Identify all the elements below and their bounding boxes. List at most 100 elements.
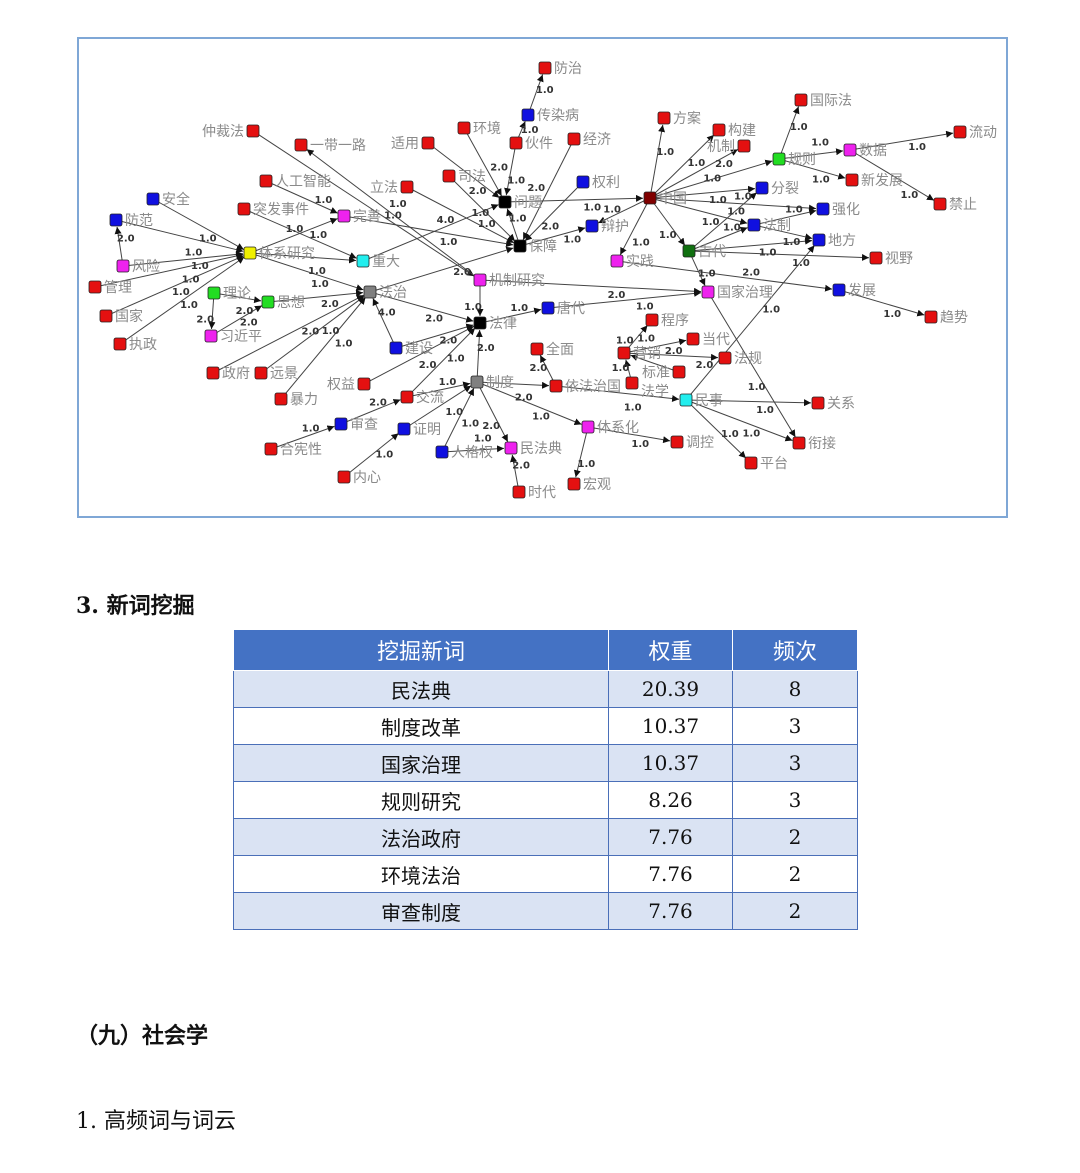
node-label: 人格权: [451, 445, 493, 461]
network-edge: [573, 426, 589, 478]
network-node: [207, 286, 221, 300]
edge-weight-label: 2.0: [490, 163, 508, 174]
edge-weight-label: 1.0: [792, 258, 810, 269]
edge-weight-label: 1.0: [723, 222, 741, 233]
network-edge: [252, 130, 475, 277]
table-header-row: 挖掘新词 权重 频次: [233, 629, 858, 671]
network-edge: [105, 255, 244, 317]
network-node: [473, 273, 487, 287]
section-heading-new-word-mining: 3. 新词挖掘: [76, 593, 195, 619]
node-label: 法规: [734, 351, 762, 367]
network-edge: [343, 432, 399, 478]
node-label: 实践: [626, 254, 654, 270]
network-node: [470, 375, 484, 389]
cell-weight: 10.37: [608, 744, 733, 782]
edge-weight-label: 1.0: [191, 261, 209, 272]
network-node: [109, 213, 123, 227]
edge-weight-label: 1.0: [509, 213, 527, 224]
network-edge: [753, 224, 813, 241]
network-edge: [152, 198, 245, 251]
edge-weight-label: 2.0: [419, 360, 437, 371]
node-label: 辩护: [601, 219, 629, 235]
node-label: 国家治理: [717, 284, 773, 301]
network-edge: [441, 445, 505, 453]
cell-word: 规则研究: [233, 781, 609, 819]
node-label: 法律: [489, 316, 517, 332]
node-label: 视野: [885, 251, 913, 267]
network-node: [843, 143, 857, 157]
node-label: 理论: [223, 286, 251, 302]
network-node: [259, 174, 273, 188]
edge-weight-label: 1.0: [759, 247, 777, 258]
network-edge: [479, 279, 702, 295]
network-node: [772, 152, 786, 166]
network-edge: [778, 106, 800, 160]
node-label: 人工智能: [275, 174, 331, 190]
edge-weight-label: 1.0: [748, 382, 766, 393]
network-node: [953, 125, 967, 139]
network-node: [812, 233, 826, 247]
network-edge: [362, 204, 499, 262]
edge-weight-label: 1.0: [199, 234, 217, 245]
keyword-network-diagram: 防治传染病环境适用伙件经济仲裁法一带一路人工智能司法立法问题权利安全防范突发事件…: [88, 61, 997, 501]
network-edge: [372, 298, 397, 349]
network-edge: [94, 252, 244, 288]
network-edge: [363, 325, 475, 385]
network-node: [625, 376, 639, 390]
cell-weight: 8.26: [608, 781, 733, 819]
edge-weight-label: 2.0: [665, 346, 683, 357]
network-node: [701, 285, 715, 299]
edge-weight-label: 1.0: [883, 309, 901, 320]
node-label: 管理: [104, 280, 132, 296]
network-node: [261, 295, 275, 309]
edge-weight-label: 2.0: [742, 267, 760, 278]
network-edge: [270, 425, 335, 450]
edge-weight-label: 1.0: [742, 428, 760, 439]
network-node: [264, 442, 278, 456]
node-label: 流动: [969, 125, 997, 141]
edge-weight-label: 2.0: [715, 159, 733, 170]
edge-weight-label: 1.0: [901, 190, 919, 201]
node-label: 构建: [728, 123, 756, 139]
node-label: 经济: [583, 132, 611, 148]
network-node: [457, 121, 471, 135]
network-node: [116, 259, 130, 273]
network-node: [744, 456, 758, 470]
edge-weight-label: 2.0: [240, 318, 258, 329]
cell-word: 审查制度: [233, 892, 609, 930]
node-label: 国家: [115, 308, 143, 325]
cell-word: 制度改革: [233, 707, 609, 745]
cell-weight: 7.76: [608, 818, 733, 856]
network-edge: [649, 124, 666, 199]
edge-weight-label: 2.0: [469, 186, 487, 197]
network-edge: [249, 252, 357, 264]
node-label: 权益: [327, 377, 355, 393]
node-label: 营销: [633, 346, 661, 362]
network-edge: [685, 399, 812, 407]
node-label: 司法: [458, 169, 486, 185]
node-label: 地方: [828, 233, 856, 249]
edge-weight-label: 1.0: [445, 407, 463, 418]
node-label: 强化: [832, 202, 860, 218]
network-node: [334, 417, 348, 431]
node-label: 远景: [270, 366, 298, 382]
edge-weight-label: 2.0: [482, 421, 500, 432]
network-edge: [476, 381, 582, 425]
edge-weight-label: 1.0: [335, 338, 353, 349]
network-edge: [306, 148, 481, 281]
edge-weight-label: 1.0: [478, 219, 496, 230]
edge-weight-label: 1.0: [286, 224, 304, 235]
node-label: 仲裁法: [202, 124, 244, 140]
network-node: [682, 244, 696, 258]
network-node: [933, 197, 947, 211]
edge-weight-label: 1.0: [762, 304, 780, 315]
edge-weight-label: 1.0: [702, 217, 720, 228]
edge-weight-label: 1.0: [785, 205, 803, 216]
edge-weight-label: 1.0: [510, 303, 528, 314]
network-edge: [688, 237, 813, 252]
network-node: [206, 366, 220, 380]
node-label: 思想: [277, 295, 305, 311]
network-node: [530, 342, 544, 356]
